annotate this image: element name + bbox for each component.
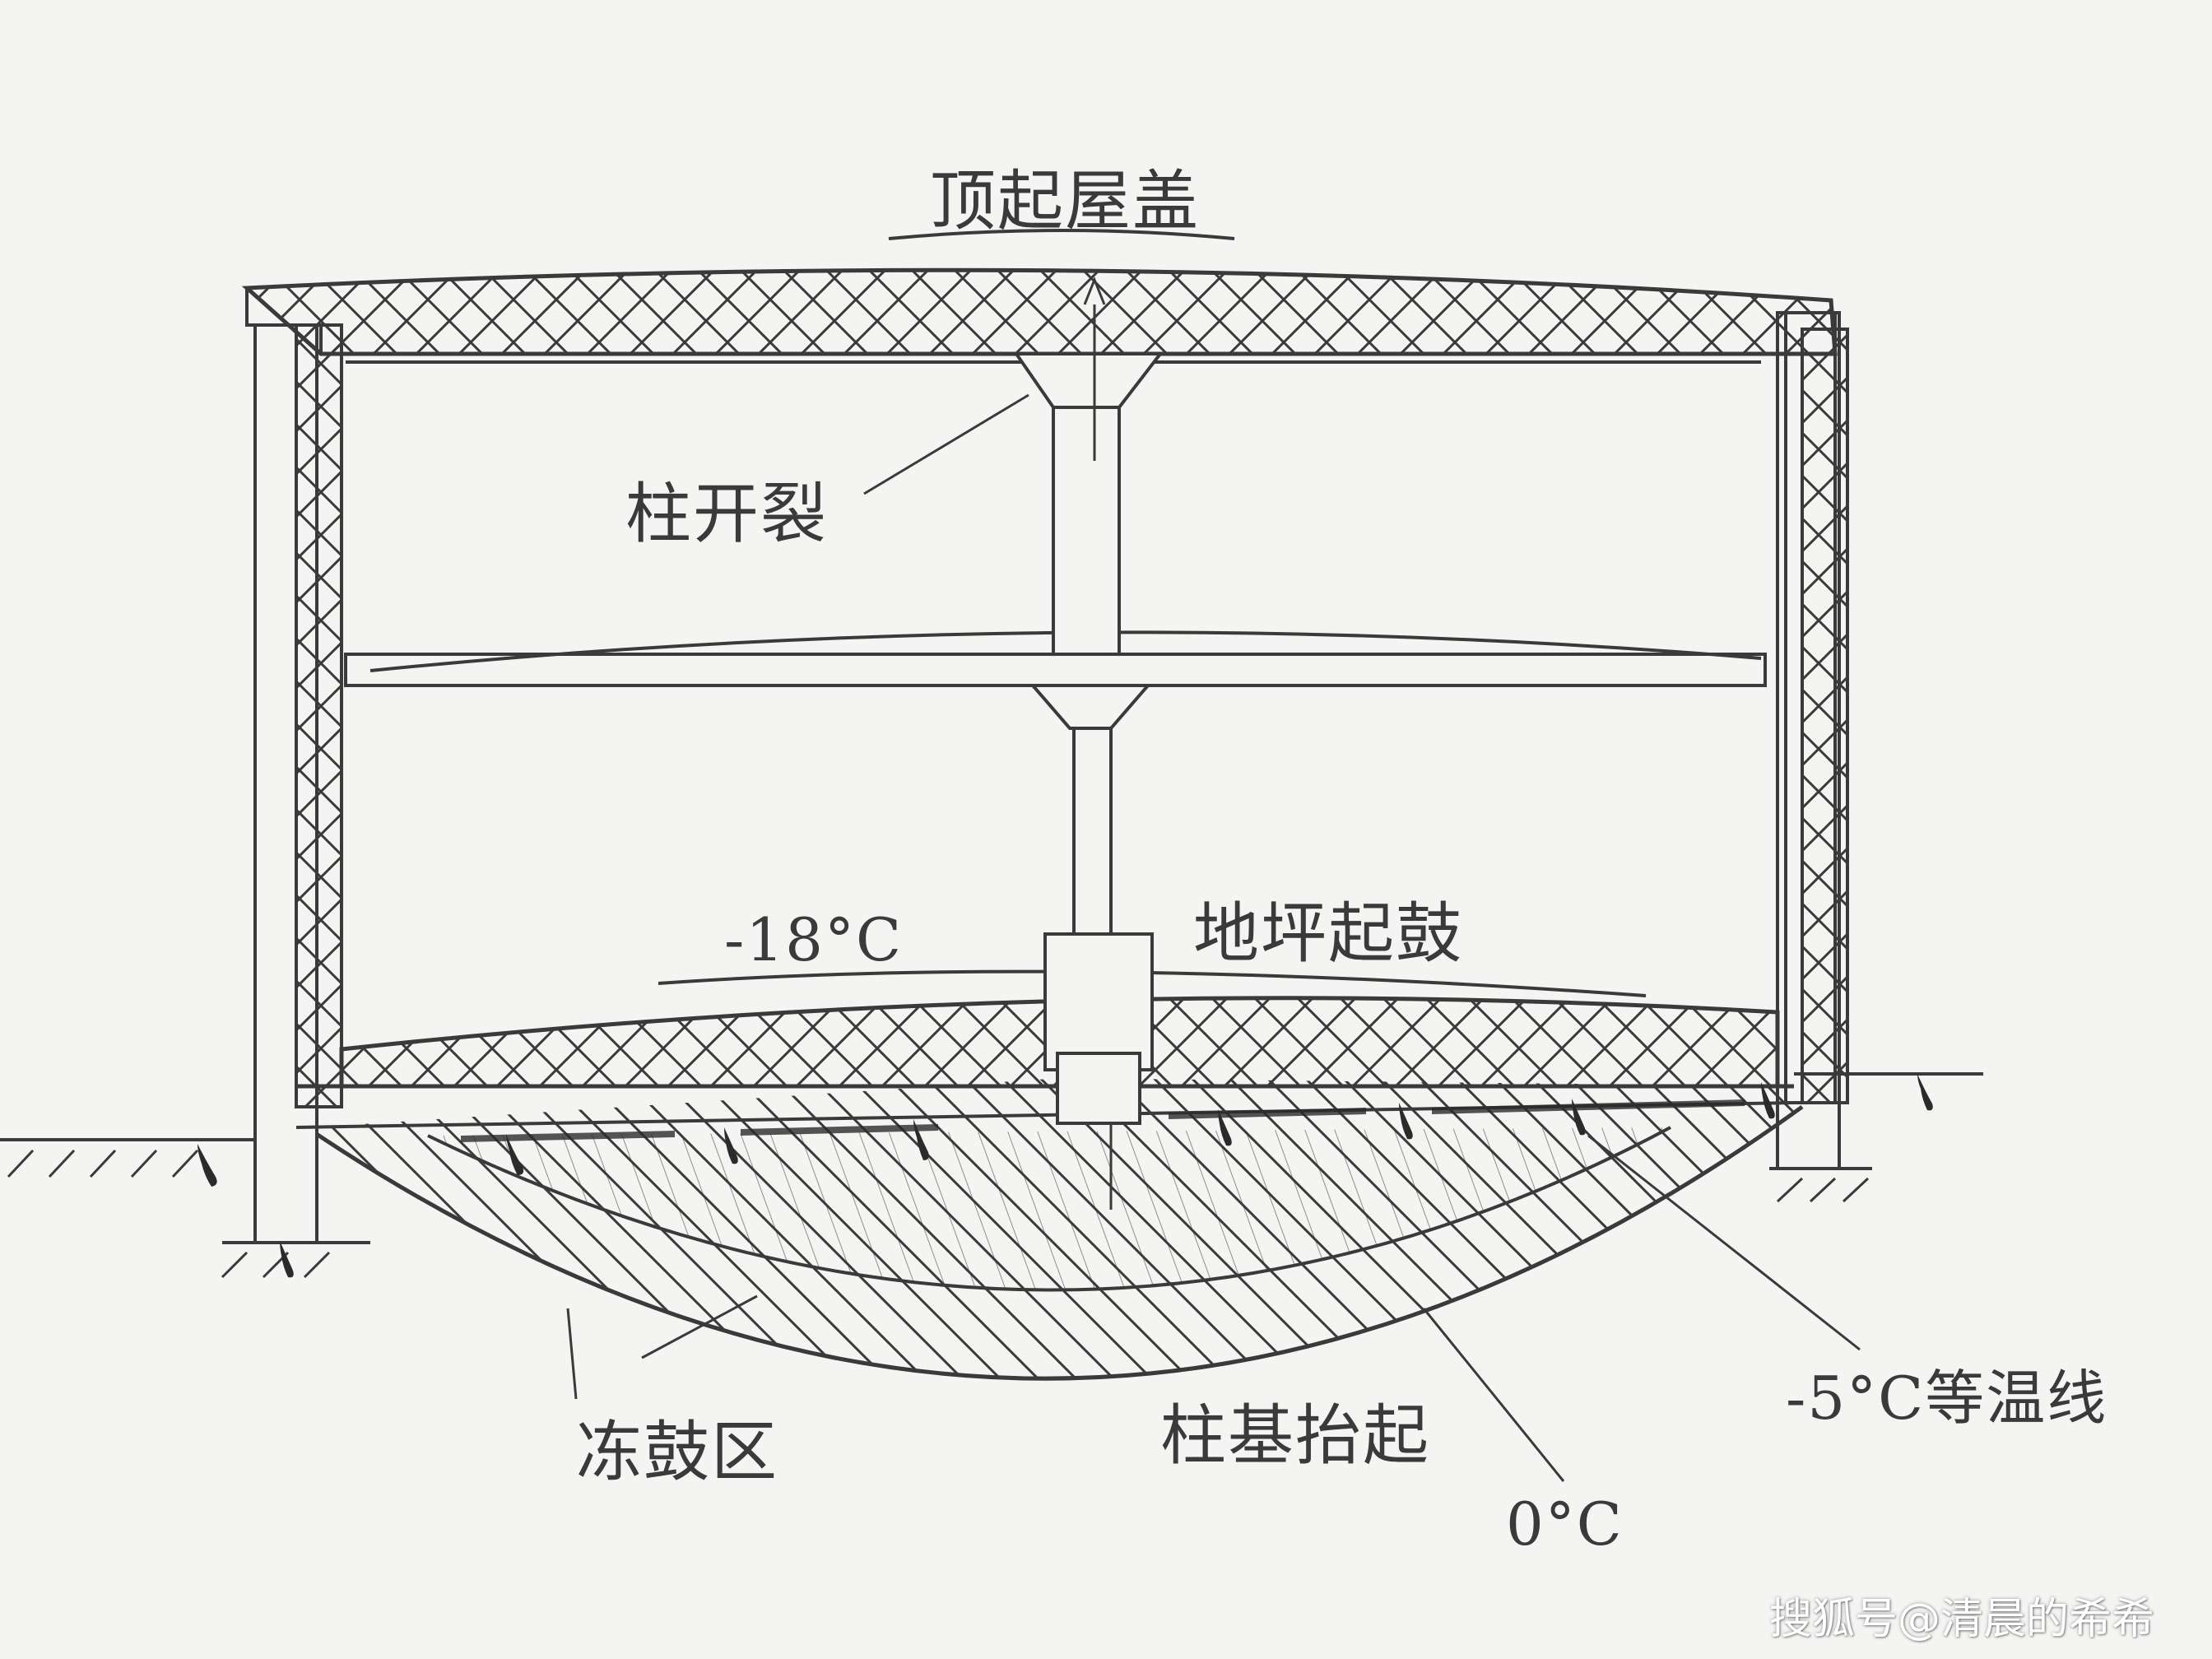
lower-column xyxy=(1029,684,1154,1210)
watermark: 搜狐号@清晨的希希 xyxy=(1769,1595,2155,1644)
isotherm-minus5-label: -5°C等温线 xyxy=(1786,1364,2108,1433)
isotherm-zero-label: 0°C xyxy=(1506,1489,1624,1559)
roof-heave-label: 顶起屋盖 xyxy=(930,163,1200,239)
ice-lenses xyxy=(198,1074,1933,1278)
column-base-lift-label: 柱基抬起 xyxy=(1160,1397,1430,1474)
left-wall xyxy=(253,323,343,1244)
floor-heave-label: 地坪起鼓 xyxy=(1193,895,1463,972)
upper-column xyxy=(1013,276,1164,656)
frost-heave-zone xyxy=(311,1078,1804,1381)
right-wall xyxy=(1776,311,1849,1170)
frost-zone-label: 冻鼓区 xyxy=(576,1414,778,1490)
interior-temp-label: -18°C xyxy=(724,905,904,974)
roof-slab xyxy=(241,229,1838,364)
leader-lines xyxy=(566,393,1861,1482)
column-crack-label: 柱开裂 xyxy=(625,476,828,552)
middle-floor xyxy=(344,630,1767,687)
